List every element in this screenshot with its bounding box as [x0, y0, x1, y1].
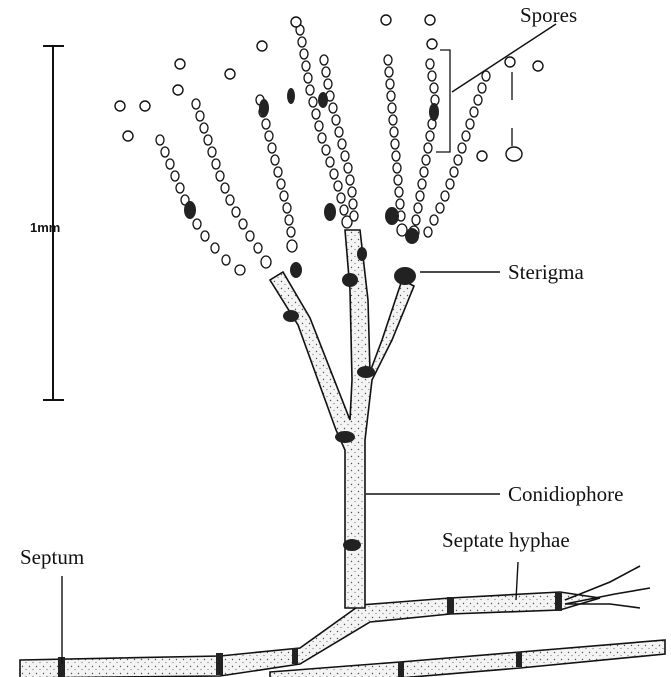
chain-7: [409, 59, 439, 238]
conidiophore: [270, 230, 414, 608]
label-conidiophore: Conidiophore: [508, 484, 624, 505]
label-septum: Septum: [20, 547, 84, 568]
spore-chains: [156, 25, 490, 275]
scale-bar-label: 1mm: [30, 220, 60, 235]
label-septate-hyphae: Septate hyphae: [442, 530, 570, 551]
label-sterigma: Sterigma: [508, 262, 584, 283]
chain-2: [192, 99, 271, 268]
septate-hyphae: [20, 566, 665, 677]
chain-3: [256, 95, 297, 252]
label-spores: Spores: [520, 5, 577, 26]
